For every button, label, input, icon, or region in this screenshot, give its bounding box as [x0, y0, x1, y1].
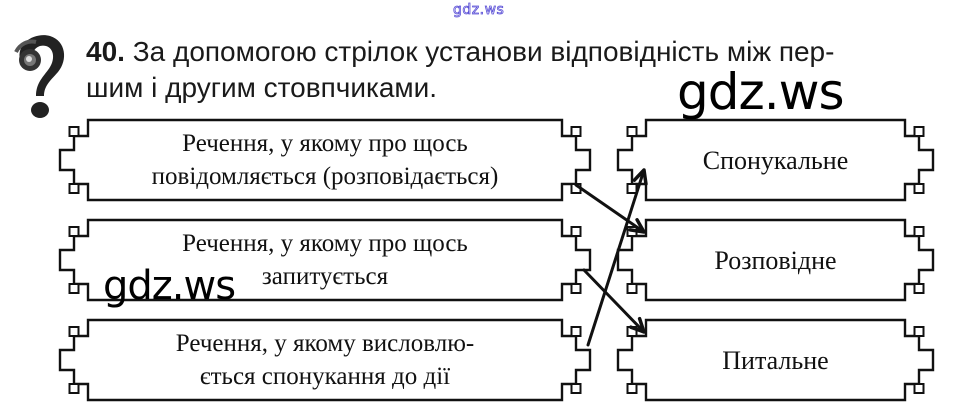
connector-square — [68, 183, 80, 194]
match-arrow — [582, 268, 646, 334]
left-box-3 — [58, 318, 592, 402]
match-arrow — [574, 183, 646, 234]
right-box-3 — [616, 318, 935, 402]
task-text-line: шим і другим стовпчиками. — [86, 72, 438, 103]
left-item-line: повідомляється (розповідається) — [151, 163, 499, 190]
connector-square — [570, 126, 582, 137]
right-item-2: Розповідне — [714, 245, 837, 275]
connector-square — [913, 183, 925, 194]
arrow-head-icon — [629, 316, 646, 334]
connector-square — [68, 126, 80, 137]
connector-square — [68, 383, 80, 394]
left-box-3-outline — [58, 318, 592, 402]
left-box-2 — [58, 218, 592, 302]
connector-square — [626, 283, 638, 294]
task-text: За допомогою стрілок установи відповідні… — [86, 36, 834, 103]
right-item-1: Спонукальне — [702, 145, 849, 175]
left-box-1-outline — [58, 118, 592, 202]
connector-square — [913, 226, 925, 237]
right-box-2-outline — [616, 218, 935, 302]
watermark-small: gdz.ws — [453, 2, 505, 19]
question-mark-icon — [14, 35, 65, 118]
connector-square — [913, 383, 925, 394]
connector-square — [570, 326, 582, 337]
connector-square — [913, 283, 925, 294]
match-arrow — [586, 168, 648, 347]
watermark-large-middle: gdz.ws — [103, 263, 236, 309]
task-number: 40. — [86, 36, 125, 67]
left-box-2-outline — [58, 218, 592, 302]
left-item-line: Речення, у якому висловлю- — [175, 330, 475, 357]
arrow-head-icon — [628, 218, 646, 234]
connector-square — [570, 226, 582, 237]
left-item-2: Речення, у якому про щось запитується — [88, 220, 562, 300]
task-instruction: 40. За допомогою стрілок установи відпов… — [86, 34, 946, 106]
right-box-1-outline — [616, 118, 935, 202]
watermark-large-top: gdz.ws — [677, 63, 845, 121]
left-item-line: ється спонукання до дії — [199, 363, 451, 390]
right-item-3: Питальне — [722, 345, 829, 375]
left-item-1: Речення, у якому про щось повідомляється … — [88, 120, 562, 200]
left-item-line: запитується — [261, 263, 389, 290]
connector-square — [626, 183, 638, 194]
arrow-line — [586, 168, 646, 347]
connector-square — [68, 283, 80, 294]
arrow-line — [574, 183, 646, 234]
arrow-head-icon — [632, 168, 648, 186]
connector-square — [626, 383, 638, 394]
connector-square — [570, 283, 582, 294]
right-box-3-outline — [616, 318, 935, 402]
left-box-1 — [58, 118, 592, 202]
connector-square — [626, 126, 638, 137]
left-item-line: Речення, у якому про щось — [182, 230, 468, 257]
connector-square — [570, 383, 582, 394]
connector-square — [913, 326, 925, 337]
left-item-line: Речення, у якому про щось — [182, 130, 468, 157]
right-box-1 — [616, 118, 935, 202]
right-box-2 — [616, 218, 935, 302]
left-item-3: Речення, у якому висловлю-ється спонукан… — [88, 320, 562, 400]
connector-square — [913, 126, 925, 137]
connector-square — [68, 226, 80, 237]
arrow-line — [582, 268, 646, 334]
task-text-line: За допомогою стрілок установи відповідні… — [124, 36, 835, 67]
connector-square — [68, 326, 80, 337]
